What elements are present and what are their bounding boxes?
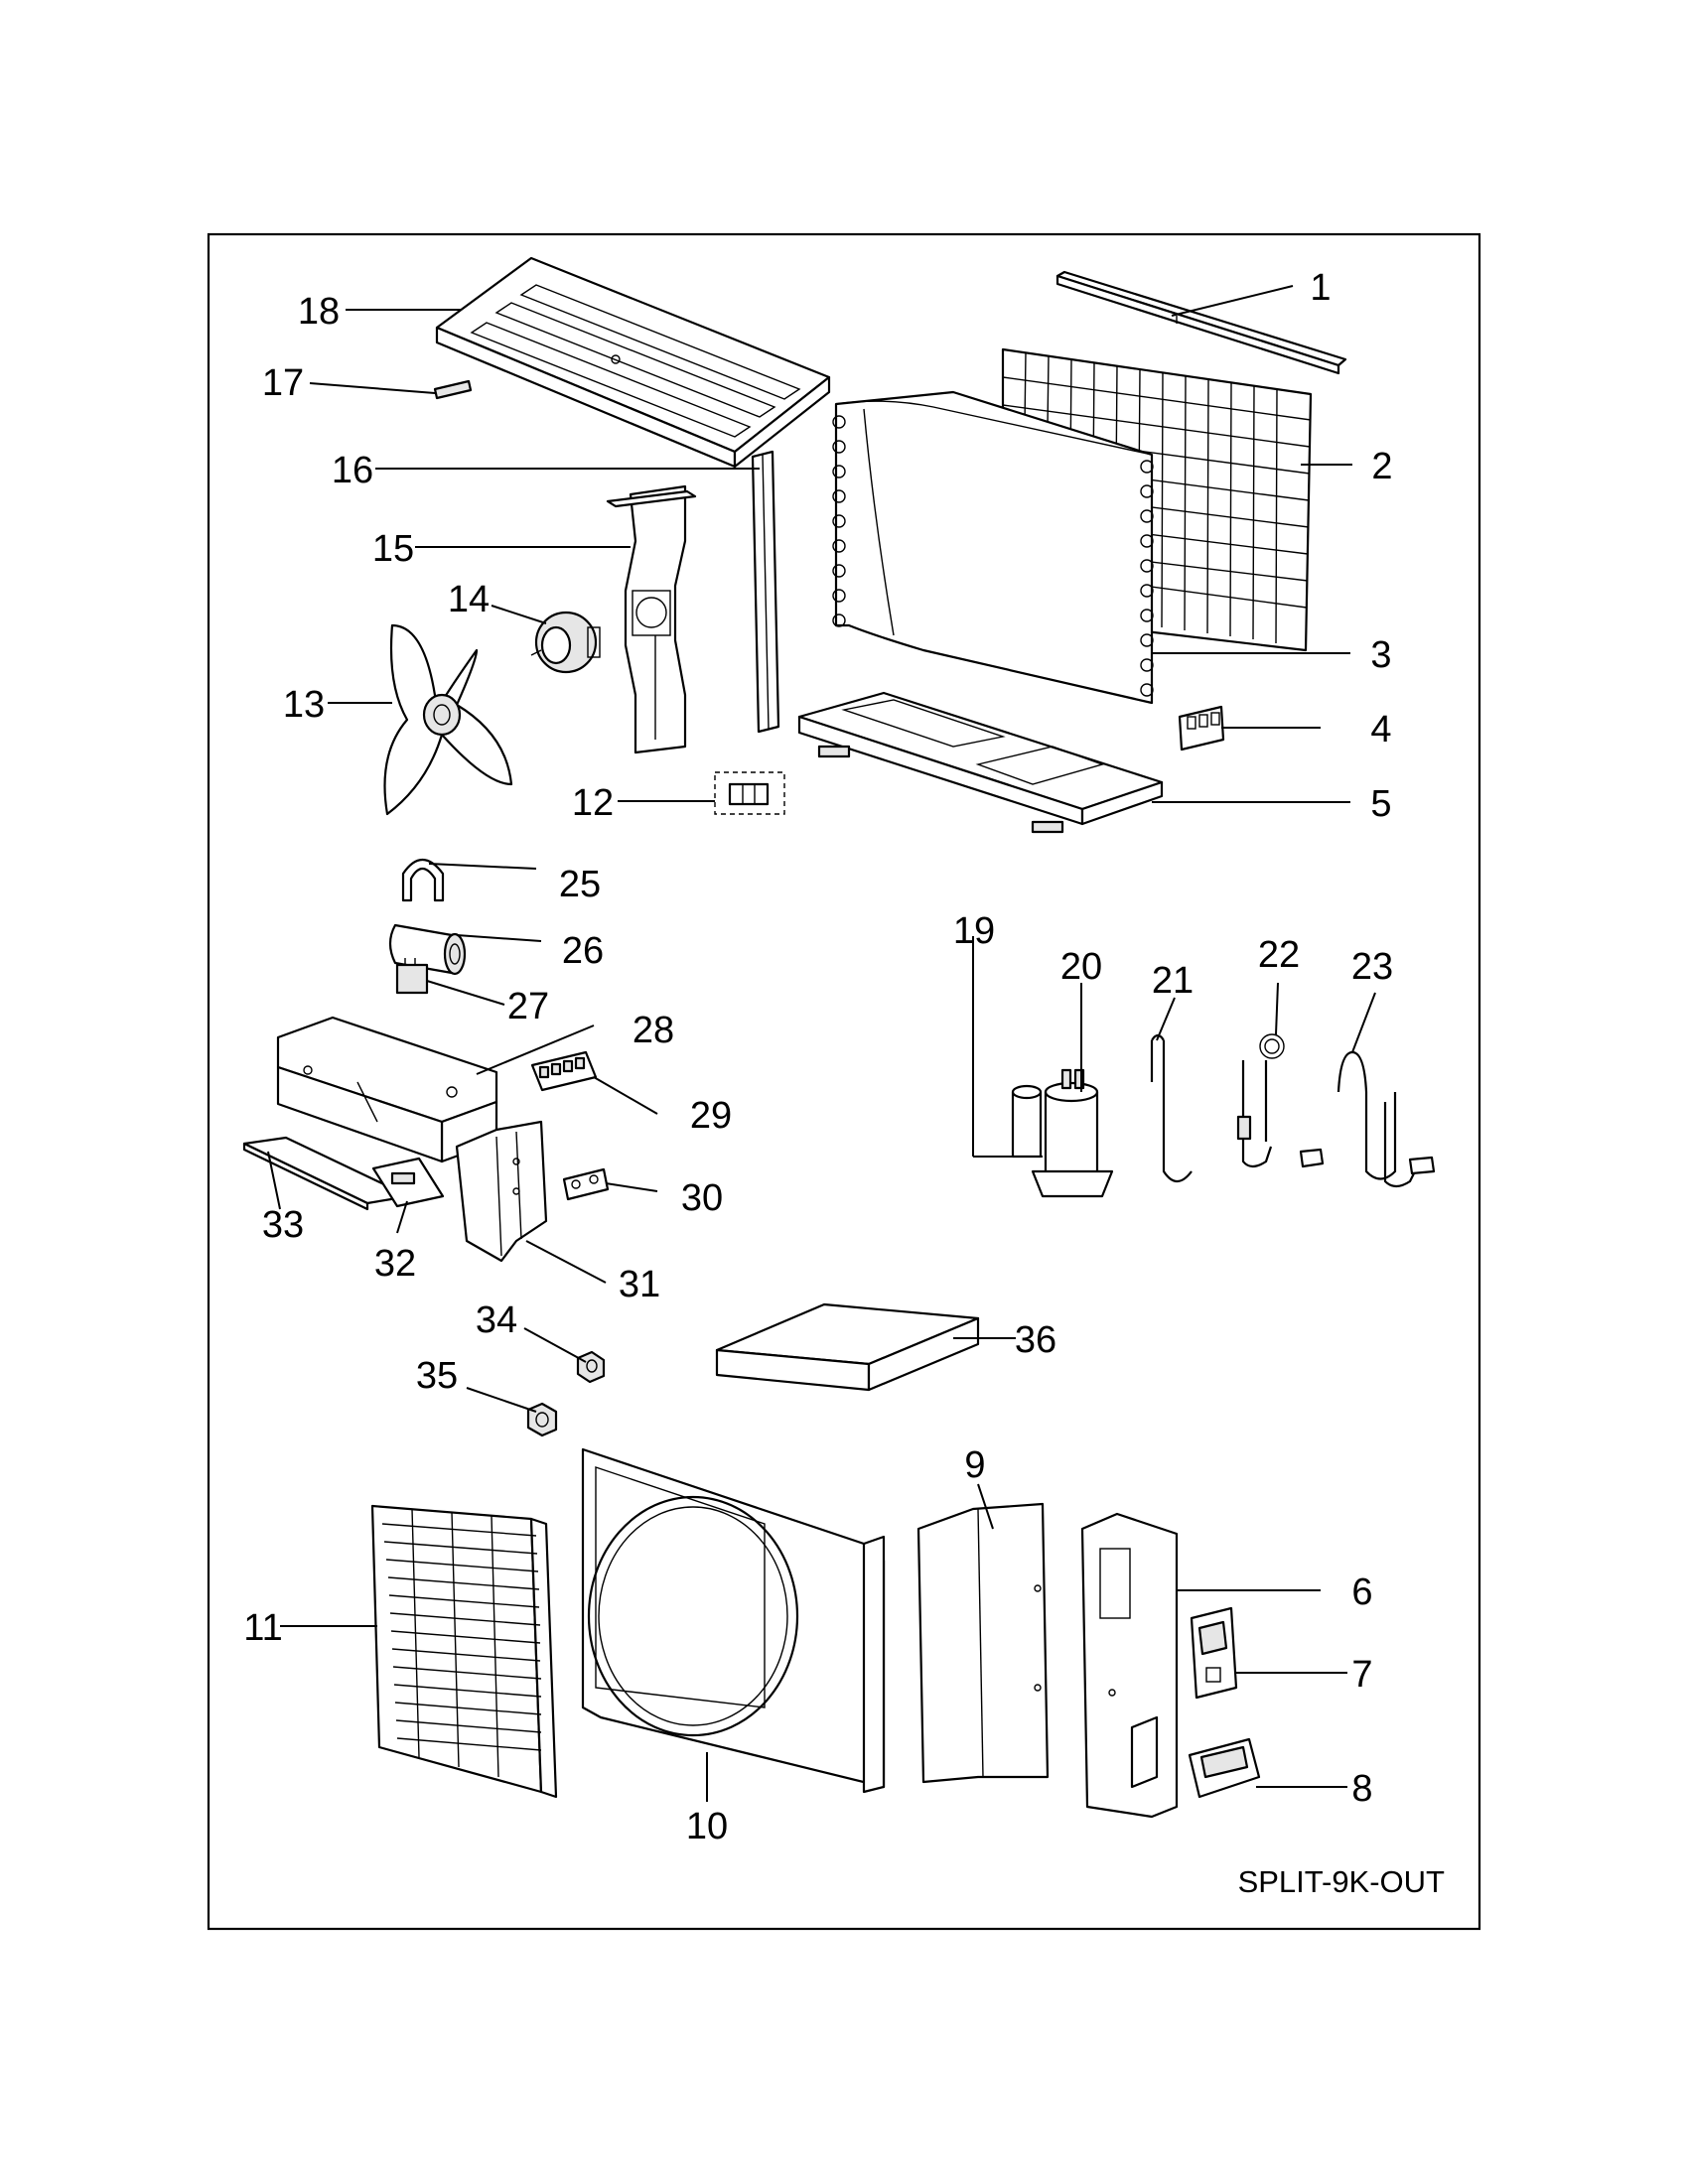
callout-35: 35 — [416, 1355, 458, 1397]
callout-31: 31 — [619, 1264, 660, 1305]
side-panel-part — [916, 1502, 1050, 1784]
capacitor-clamp-part — [401, 858, 445, 902]
support-post-part — [751, 450, 780, 734]
front-grille-part — [370, 1504, 558, 1799]
pipe-21-part — [1150, 1033, 1193, 1183]
fan-blade-part — [383, 623, 513, 816]
front-panel-part — [581, 1447, 886, 1794]
pipe-23-part — [1336, 1050, 1436, 1188]
insulation-pad-part — [715, 1302, 980, 1392]
callout-numbers: 1 2 3 4 5 6 7 8 9 10 11 12 13 14 15 16 1… — [243, 267, 1393, 1847]
callout-32: 32 — [374, 1243, 416, 1285]
pipe-22-part — [1236, 1033, 1325, 1168]
callout-20: 20 — [1060, 946, 1102, 988]
pcb-part — [371, 1157, 445, 1208]
callout-6: 6 — [1351, 1571, 1372, 1613]
callout-4: 4 — [1370, 709, 1391, 751]
callout-28: 28 — [633, 1010, 674, 1051]
relay-part — [395, 958, 429, 995]
terminal-strip-part — [530, 1050, 598, 1092]
diagram-code: SPLIT-9K-OUT — [1238, 1864, 1445, 1899]
valve-cover-part — [1188, 1737, 1261, 1799]
callout-5: 5 — [1370, 783, 1391, 825]
callout-18: 18 — [298, 291, 340, 333]
terminal-plate-part — [1178, 705, 1225, 751]
callout-34: 34 — [476, 1299, 517, 1341]
callout-15: 15 — [372, 528, 414, 570]
handle-part — [1190, 1606, 1238, 1700]
callout-23: 23 — [1351, 946, 1393, 988]
nut-35-part — [526, 1402, 558, 1437]
callout-14: 14 — [448, 579, 490, 620]
callout-29: 29 — [690, 1095, 732, 1137]
nut-34-part — [576, 1350, 606, 1384]
callout-12: 12 — [572, 782, 614, 824]
callout-22: 22 — [1258, 934, 1300, 976]
label-part — [433, 379, 473, 400]
motor-bracket-part — [606, 484, 697, 754]
top-bracket-part — [1055, 270, 1347, 375]
base-pan-part — [797, 691, 1164, 834]
callout-17: 17 — [262, 362, 304, 404]
callout-21: 21 — [1152, 960, 1194, 1002]
leader-lines — [267, 285, 1376, 1802]
callout-36: 36 — [1015, 1319, 1056, 1361]
condenser-coil-part — [832, 390, 1154, 705]
diagram-frame — [207, 232, 1481, 1931]
callout-7: 7 — [1351, 1654, 1372, 1696]
callout-8: 8 — [1351, 1768, 1372, 1810]
top-cover-part — [435, 256, 831, 469]
small-terminal-part — [562, 1167, 610, 1201]
callout-11: 11 — [243, 1607, 282, 1649]
mounting-bracket-part — [455, 1120, 548, 1263]
terminal-block-part — [714, 771, 785, 815]
callout-19: 19 — [953, 910, 995, 952]
callout-13: 13 — [283, 684, 325, 726]
compressor-part — [1011, 1068, 1114, 1198]
callout-9: 9 — [964, 1444, 985, 1486]
electrical-box-part — [276, 1016, 498, 1163]
callout-30: 30 — [681, 1177, 723, 1219]
callout-1: 1 — [1310, 267, 1331, 309]
callout-27: 27 — [507, 986, 549, 1027]
callout-10: 10 — [686, 1806, 728, 1847]
callout-26: 26 — [562, 930, 604, 972]
callout-33: 33 — [262, 1204, 304, 1246]
callout-3: 3 — [1370, 634, 1391, 676]
right-side-panel-part — [1080, 1512, 1179, 1819]
fan-motor-part — [530, 611, 601, 674]
callout-25: 25 — [559, 864, 601, 905]
callout-16: 16 — [332, 450, 373, 491]
callout-2: 2 — [1371, 446, 1392, 487]
